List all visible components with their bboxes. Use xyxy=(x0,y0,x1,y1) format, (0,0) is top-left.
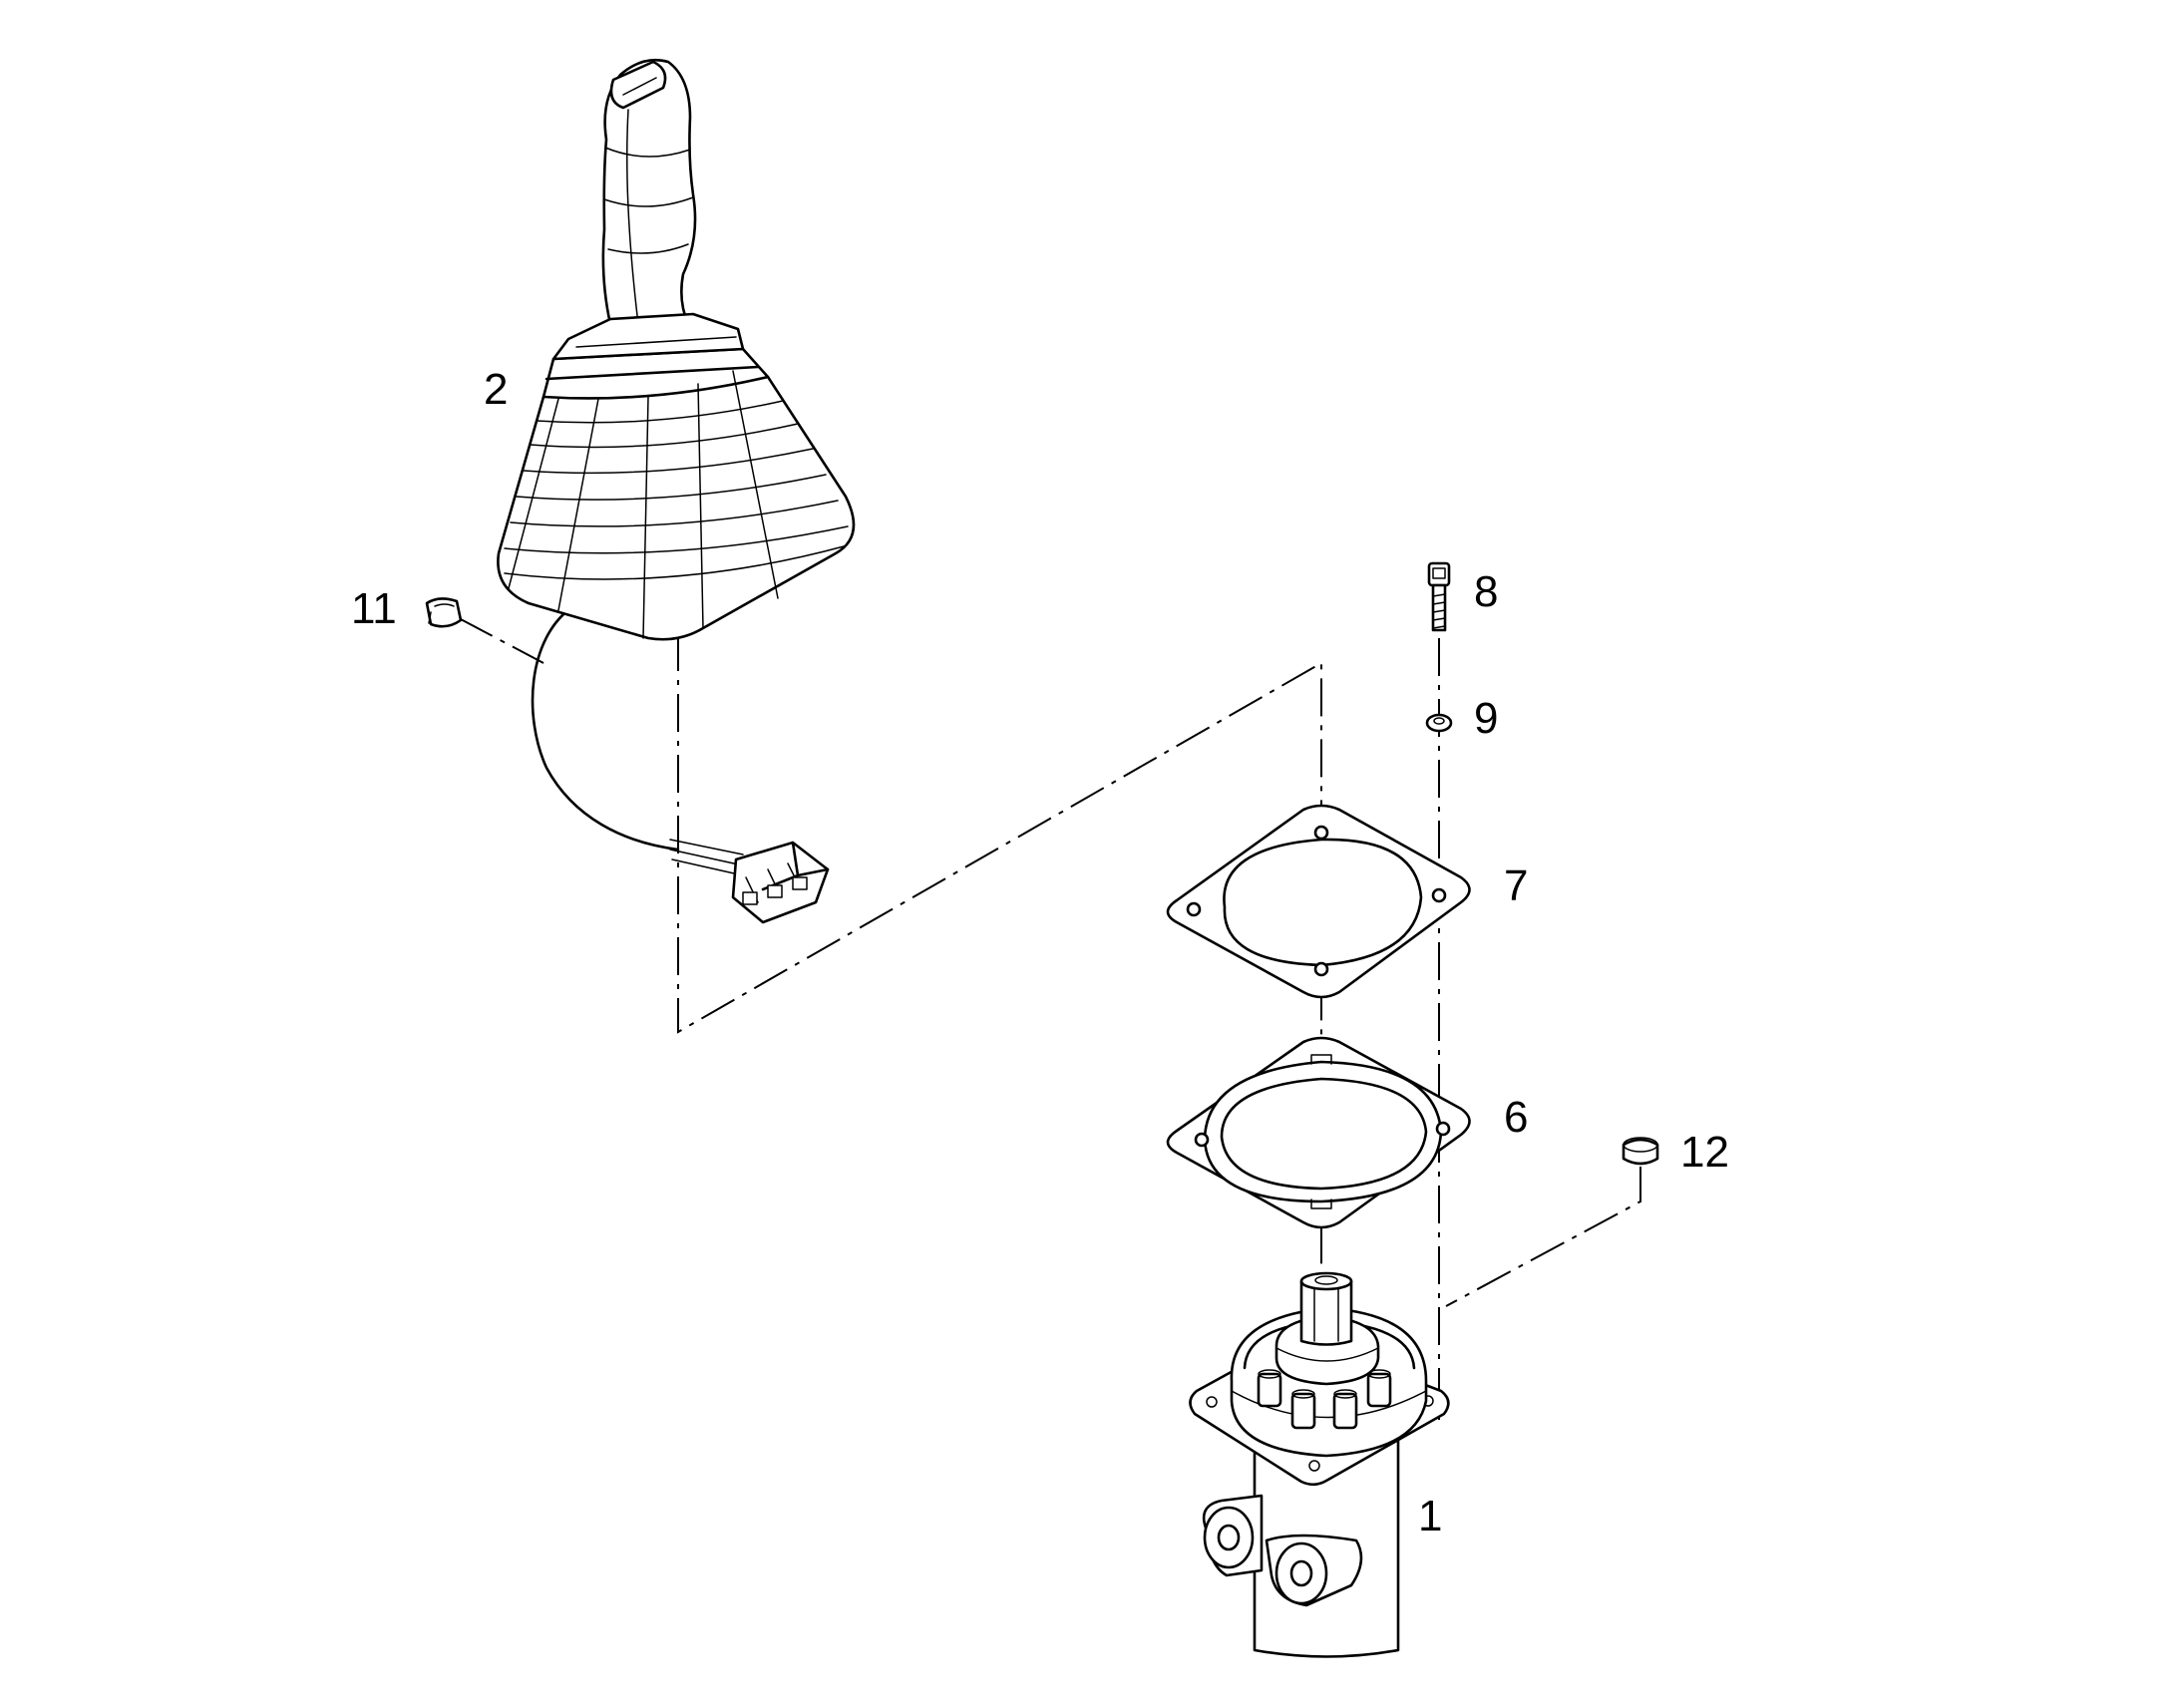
valve-plungers xyxy=(1257,1369,1392,1430)
assembly-centerlines xyxy=(458,617,1641,1421)
callout-labels: 1 2 6 7 8 9 11 12 xyxy=(351,365,1729,1540)
part-11-clip xyxy=(425,597,463,628)
callout-11: 11 xyxy=(351,584,397,633)
part-9-washer xyxy=(1425,713,1453,733)
callout-8: 8 xyxy=(1474,567,1498,616)
part-12-plug xyxy=(1622,1137,1659,1166)
part-7-gasket xyxy=(1166,804,1471,999)
callout-1: 1 xyxy=(1418,1492,1442,1540)
handle-connector xyxy=(731,841,830,924)
part-8-screw xyxy=(1427,561,1451,632)
callout-7: 7 xyxy=(1504,861,1528,910)
callout-12: 12 xyxy=(1680,1128,1729,1177)
joystick-grip xyxy=(551,58,745,361)
bellows-boot xyxy=(497,347,856,641)
callout-9: 9 xyxy=(1474,694,1498,743)
part-6-seal-plate xyxy=(1166,1036,1471,1229)
part-2-joystick-handle xyxy=(497,58,856,924)
callout-6: 6 xyxy=(1504,1093,1528,1142)
part-1-valve-body xyxy=(1189,1271,1450,1658)
valve-ports xyxy=(1202,1494,1363,1607)
cable-wires xyxy=(669,839,744,876)
callout-2: 2 xyxy=(484,365,508,414)
handle-cable xyxy=(531,604,680,852)
